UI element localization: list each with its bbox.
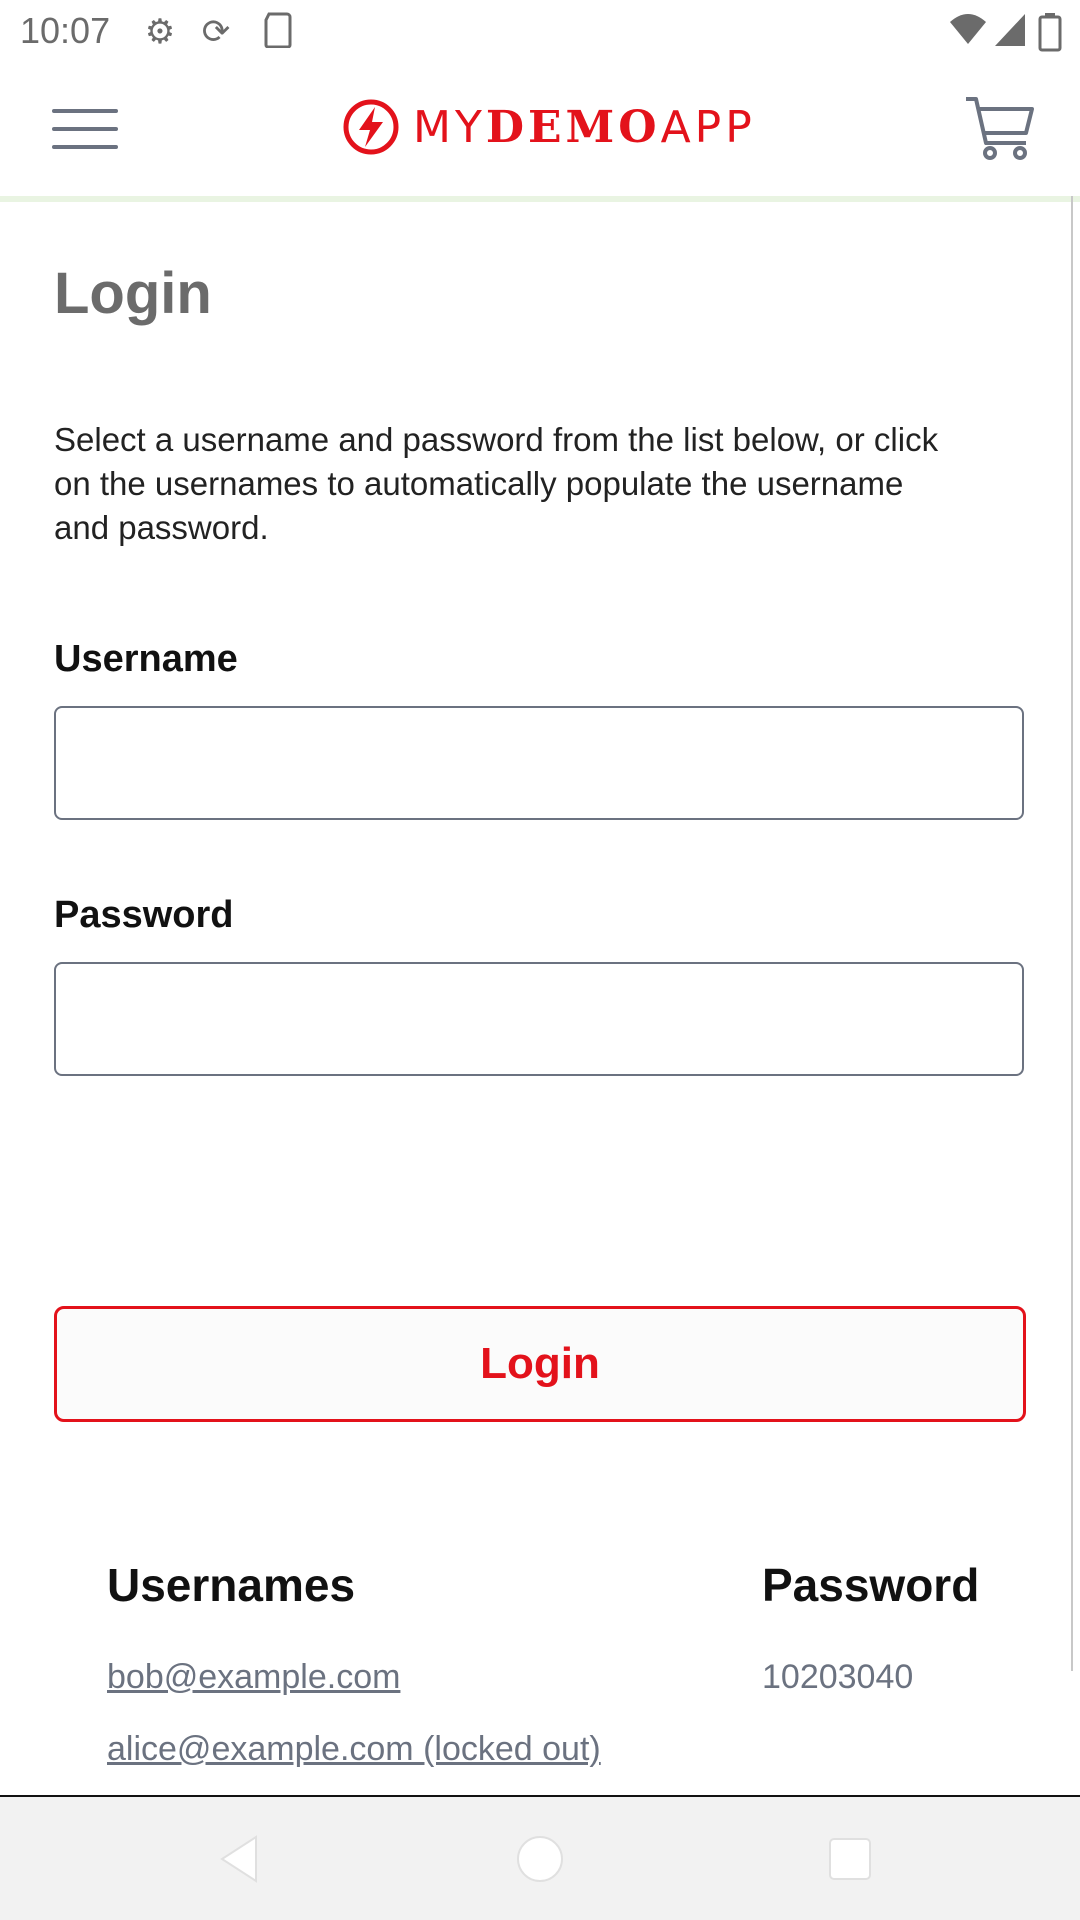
header-divider bbox=[0, 196, 1080, 202]
recents-button[interactable] bbox=[818, 1827, 882, 1891]
scrollbar[interactable] bbox=[1071, 196, 1080, 1671]
sd-card-icon bbox=[258, 12, 298, 52]
username-link-bob[interactable]: bob@example.com bbox=[107, 1658, 401, 1696]
app-header: MYDEMOAPP bbox=[0, 63, 1080, 196]
sync-icon: ⟳ bbox=[201, 12, 231, 52]
system-nav-bar bbox=[0, 1795, 1080, 1920]
username-label: Username bbox=[54, 638, 238, 680]
password-cell-bob: 10203040 bbox=[762, 1658, 914, 1696]
logo-part-demo: DEMO bbox=[485, 101, 661, 153]
logo-part-app: APP bbox=[660, 101, 756, 153]
password-label: Password bbox=[54, 894, 234, 936]
back-button[interactable] bbox=[208, 1827, 272, 1891]
logo-part-my: MY bbox=[413, 101, 486, 153]
back-icon bbox=[220, 1835, 257, 1883]
home-icon bbox=[517, 1836, 563, 1882]
menu-button[interactable] bbox=[52, 105, 118, 155]
app-logo: MYDEMOAPP bbox=[343, 97, 756, 157]
home-button[interactable] bbox=[508, 1827, 572, 1891]
username-input[interactable] bbox=[54, 706, 1024, 820]
signal-icon bbox=[990, 12, 1030, 52]
recents-icon bbox=[829, 1838, 871, 1880]
lightning-logo-icon bbox=[343, 99, 399, 155]
status-bar: 10:07 ⚙ ⟳ bbox=[0, 0, 1080, 63]
page-title: Login bbox=[54, 261, 212, 326]
wifi-icon bbox=[948, 12, 988, 52]
logo-text: MYDEMOAPP bbox=[413, 102, 756, 153]
battery-icon bbox=[1030, 12, 1070, 52]
username-link-alice[interactable]: alice@example.com (locked out) bbox=[107, 1730, 601, 1768]
usernames-header: Usernames bbox=[107, 1559, 356, 1611]
login-button[interactable]: Login bbox=[54, 1306, 1026, 1422]
password-input[interactable] bbox=[54, 962, 1024, 1076]
status-time: 10:07 bbox=[20, 10, 111, 51]
cart-icon bbox=[966, 97, 1034, 160]
gear-icon: ⚙ bbox=[144, 12, 176, 52]
cart-button[interactable] bbox=[964, 93, 1036, 163]
login-instructions: Select a username and password from the … bbox=[54, 421, 939, 546]
password-header: Password bbox=[762, 1559, 980, 1611]
